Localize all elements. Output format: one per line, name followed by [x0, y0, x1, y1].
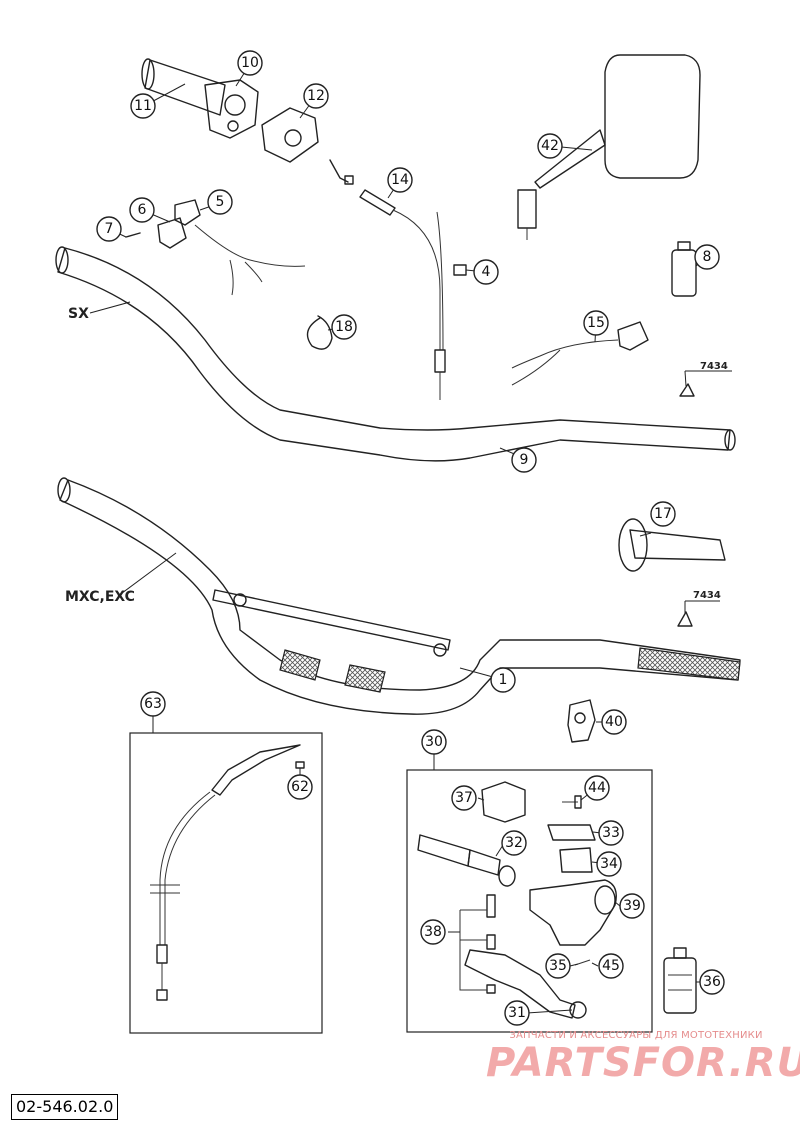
- svg-text:42: 42: [541, 138, 559, 154]
- svg-text:1: 1: [499, 672, 508, 688]
- callout: 5: [207, 189, 233, 215]
- svg-text:6: 6: [138, 202, 147, 218]
- callout: 15: [583, 310, 609, 336]
- callout: 35: [545, 953, 571, 979]
- clutch-assembly: [417, 781, 617, 1019]
- callout: 34: [596, 851, 622, 877]
- callout: 63: [140, 691, 166, 717]
- svg-text:37: 37: [455, 790, 473, 806]
- nut: [453, 264, 467, 276]
- callout: 39: [619, 893, 645, 919]
- watermark-brand: PARTSFOR.RU: [486, 1040, 800, 1086]
- svg-text:30: 30: [425, 734, 443, 750]
- svg-text:10: 10: [241, 55, 259, 71]
- callout: 38: [420, 919, 446, 945]
- svg-text:36: 36: [703, 974, 721, 990]
- callout: 1: [490, 667, 516, 693]
- oil-bottle-small: [671, 241, 697, 297]
- ref-label-lower: 7434: [693, 590, 721, 601]
- callout: 37: [451, 785, 477, 811]
- hotstart-box: [129, 732, 323, 1034]
- handlebar-sx: [55, 246, 736, 462]
- svg-text:17: 17: [654, 506, 672, 522]
- callout: 6: [129, 197, 155, 223]
- svg-text:62: 62: [291, 779, 309, 795]
- svg-text:8: 8: [703, 249, 712, 265]
- oil-bottle-large: [663, 947, 697, 1014]
- callout: 40: [601, 709, 627, 735]
- svg-text:39: 39: [623, 898, 641, 914]
- callout: 30: [421, 729, 447, 755]
- clutch-box: [406, 769, 653, 1033]
- callout: 17: [650, 501, 676, 527]
- svg-text:44: 44: [588, 780, 606, 796]
- svg-text:15: 15: [587, 315, 605, 331]
- callout: 32: [501, 830, 527, 856]
- callout: 14: [387, 167, 413, 193]
- handlebar-grip: [618, 518, 726, 572]
- cable-tie: [306, 315, 333, 350]
- svg-text:35: 35: [549, 958, 567, 974]
- svg-text:38: 38: [424, 924, 442, 940]
- callout: 36: [699, 969, 725, 995]
- svg-text:33: 33: [602, 825, 620, 841]
- mirror: [517, 54, 701, 240]
- throttle-cover: [261, 107, 319, 163]
- handlebar-mxc-exc: [57, 477, 741, 715]
- svg-text:32: 32: [505, 835, 523, 851]
- callout: 45: [598, 953, 624, 979]
- callout: 44: [584, 775, 610, 801]
- svg-text:34: 34: [600, 856, 618, 872]
- svg-text:5: 5: [216, 194, 225, 210]
- svg-text:14: 14: [391, 172, 409, 188]
- bar-end-lower: [677, 611, 693, 627]
- callout: 18: [331, 314, 357, 340]
- leader-lines: [89, 63, 732, 1014]
- svg-text:18: 18: [335, 319, 353, 335]
- svg-text:45: 45: [602, 958, 620, 974]
- callout: 62: [287, 774, 313, 800]
- model-label-sx: SX: [68, 306, 89, 322]
- callout: 4: [473, 259, 499, 285]
- callout: 12: [303, 83, 329, 109]
- svg-text:40: 40: [605, 714, 623, 730]
- callout: 8: [694, 244, 720, 270]
- watermark-tagline: ЗАПЧАСТИ И АКСЕССУАРЫ ДЛЯ МОТОТЕХНИКИ: [509, 1030, 763, 1041]
- callout: 31: [504, 1000, 530, 1026]
- clamp: [567, 699, 596, 743]
- callout: 42: [537, 133, 563, 159]
- kill-switch: [125, 199, 306, 296]
- callout: 11: [130, 93, 156, 119]
- callout: 10: [237, 50, 263, 76]
- watermark: ЗАПЧАСТИ И АКСЕССУАРЫ ДЛЯ МОТОТЕХНИКИ PA…: [486, 1030, 800, 1086]
- svg-text:11: 11: [134, 98, 152, 114]
- throttle-cable: [329, 159, 446, 400]
- svg-text:63: 63: [144, 696, 162, 712]
- callout: 33: [598, 820, 624, 846]
- svg-text:7: 7: [105, 221, 114, 237]
- svg-text:31: 31: [508, 1005, 526, 1021]
- svg-text:4: 4: [482, 264, 491, 280]
- callout: 7: [96, 216, 122, 242]
- light-switch: [511, 321, 649, 386]
- svg-text:9: 9: [520, 452, 529, 468]
- hotstart-cable: [150, 744, 305, 1001]
- diagram-code: 02-546.02.0: [11, 1094, 119, 1120]
- svg-text:12: 12: [307, 88, 325, 104]
- ref-label-upper: 7434: [700, 361, 728, 372]
- bar-end-upper: [679, 383, 695, 397]
- model-label-mxc-exc: MXC,EXC: [65, 589, 135, 605]
- callout: 9: [511, 447, 537, 473]
